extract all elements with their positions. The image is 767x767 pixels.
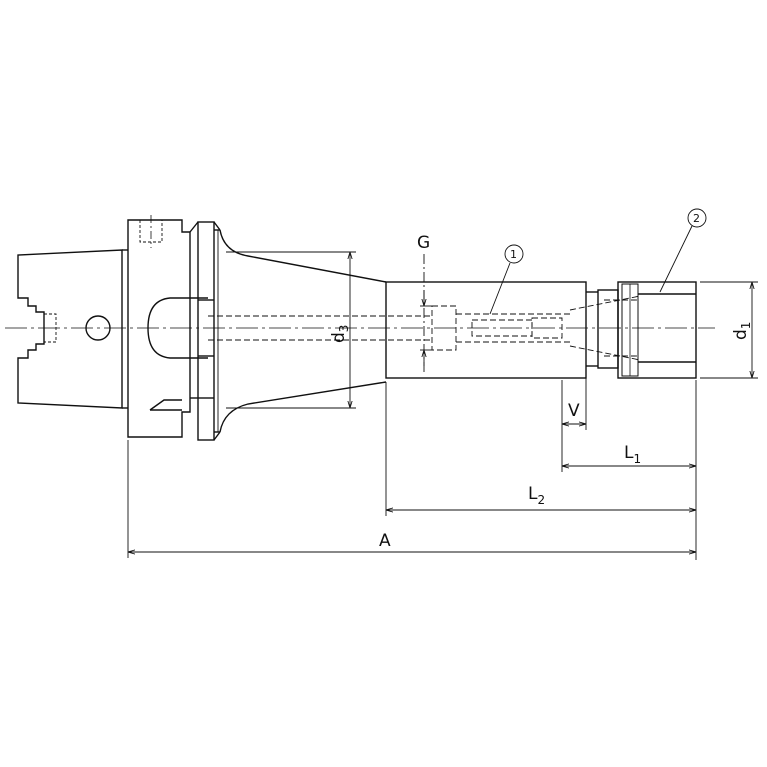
flange <box>127 215 221 441</box>
callout-1 <box>489 244 524 315</box>
dimension-label-d3: d3 <box>329 325 351 343</box>
dimension-label-A: A <box>379 531 391 551</box>
internal-bore <box>208 295 641 361</box>
dimension-label-G: G <box>417 233 430 253</box>
dimension-d3 <box>226 251 356 409</box>
dimension-A <box>127 440 696 558</box>
dimension-label-L1: L1 <box>624 443 641 466</box>
dimension-G <box>420 254 432 372</box>
dimension-label-d1: d1 <box>731 322 753 340</box>
dimension-label-L2: L2 <box>528 484 545 507</box>
callout-2 <box>659 208 707 293</box>
dimension-d1 <box>700 281 758 379</box>
callout-label-1: 1 <box>510 248 517 261</box>
clamping-nut <box>617 281 697 379</box>
dimension-L2 <box>385 382 696 516</box>
cylindrical-extension <box>385 281 619 379</box>
dimension-label-V: V <box>568 401 580 421</box>
taper-shank <box>17 249 128 409</box>
dimension-V <box>561 378 587 472</box>
drive-hole-circle <box>85 315 111 341</box>
conical-body <box>219 229 387 433</box>
dimension-L1 <box>562 380 697 560</box>
callout-label-2: 2 <box>693 212 700 225</box>
